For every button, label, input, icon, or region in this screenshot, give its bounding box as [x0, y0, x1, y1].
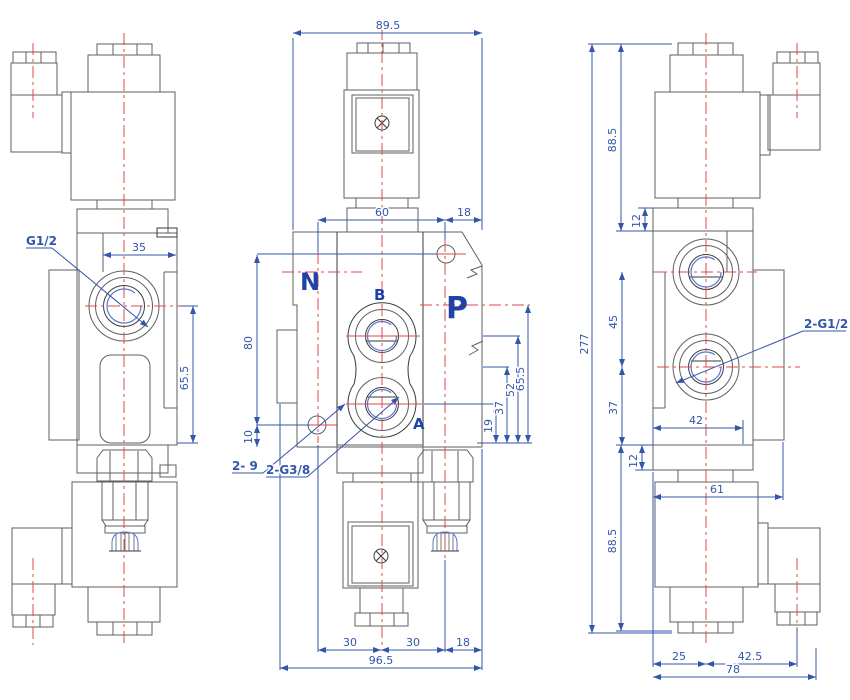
valve-body-right	[652, 230, 785, 446]
bottom-solenoid-right	[652, 444, 769, 634]
bottom-solenoid-coil	[61, 481, 178, 636]
port-letters: N B P A	[300, 268, 468, 433]
dim-37-front: 37	[493, 401, 506, 415]
top-solenoid-right	[652, 42, 771, 232]
dim-30-right: 30	[406, 636, 420, 649]
dimensions-right: 277 88.5 12 45 37 12 88.5 42 61	[577, 43, 850, 680]
dim-88-5-top: 88.5	[606, 128, 619, 153]
centerlines-front	[282, 28, 530, 648]
dim-30-left: 30	[343, 636, 357, 649]
dim-18-top: 18	[457, 206, 471, 219]
dim-96-5: 96.5	[369, 654, 394, 667]
port-boss-outline	[347, 302, 417, 438]
dim-42-5: 42.5	[738, 650, 763, 663]
label-thread-g38: 2-G3/8	[266, 463, 310, 477]
dim-45: 45	[607, 315, 620, 329]
dimensions-left: 35 65.5 G1/2	[25, 233, 198, 444]
dim-12-top: 12	[630, 214, 643, 228]
dim-10: 10	[242, 430, 255, 444]
dim-60: 60	[375, 206, 389, 219]
dimensions-front: 89.5 60 18 80 10 30 30 18 96.5	[231, 18, 532, 671]
label-thread-2g12: 2-G1/2	[804, 317, 848, 331]
top-din-connector-right	[767, 51, 821, 151]
cap-nut	[111, 531, 139, 551]
adjustment-screw-left	[96, 449, 153, 552]
valve-body-front	[276, 231, 484, 448]
right-side-view: 277 88.5 12 45 37 12 88.5 42 61	[577, 33, 850, 680]
mounting-plate-edge	[48, 269, 80, 441]
top-solenoid-coil	[61, 43, 176, 234]
bottom-din-connector	[11, 527, 63, 628]
valve-body-left-view	[48, 227, 178, 478]
dim-78: 78	[726, 663, 740, 676]
dim-88-5-bottom: 88.5	[606, 529, 619, 554]
dim-18-bottom: 18	[456, 636, 470, 649]
label-port-a: A	[413, 415, 425, 433]
dim-19: 19	[482, 419, 495, 433]
dim-25: 25	[672, 650, 686, 663]
dim-42: 42	[689, 414, 703, 427]
bottom-solenoid-front	[336, 444, 424, 627]
connector-screw-bottom	[373, 548, 389, 564]
dim-12-bottom: 12	[627, 454, 640, 468]
dim-80: 80	[242, 336, 255, 350]
centerlines-right	[655, 33, 800, 648]
dim-37-right: 37	[607, 401, 620, 415]
body-recess	[99, 354, 151, 444]
dim-65-5-left: 65.5	[178, 366, 191, 391]
bottom-din-connector-right	[767, 527, 821, 626]
side-boss	[276, 329, 298, 404]
dim-61: 61	[710, 483, 724, 496]
front-view: N B P A 89.5 60 18 80 10	[231, 18, 532, 671]
dim-65-5-front: 65.5	[514, 367, 527, 392]
dim-52: 52	[504, 383, 517, 397]
top-din-connector	[10, 51, 63, 153]
label-port-n: N	[300, 268, 320, 296]
left-side-view: 35 65.5 G1/2	[10, 33, 200, 645]
dim-35: 35	[132, 241, 146, 254]
mounting-plate-edge-right	[752, 269, 785, 441]
label-port-b: B	[374, 286, 385, 304]
dim-89-5: 89.5	[376, 19, 401, 32]
label-port-p: P	[446, 291, 468, 326]
dim-277: 277	[578, 334, 591, 355]
label-g12-port: G1/2	[26, 234, 57, 248]
label-mounting-holes: 2- 9	[232, 459, 258, 473]
